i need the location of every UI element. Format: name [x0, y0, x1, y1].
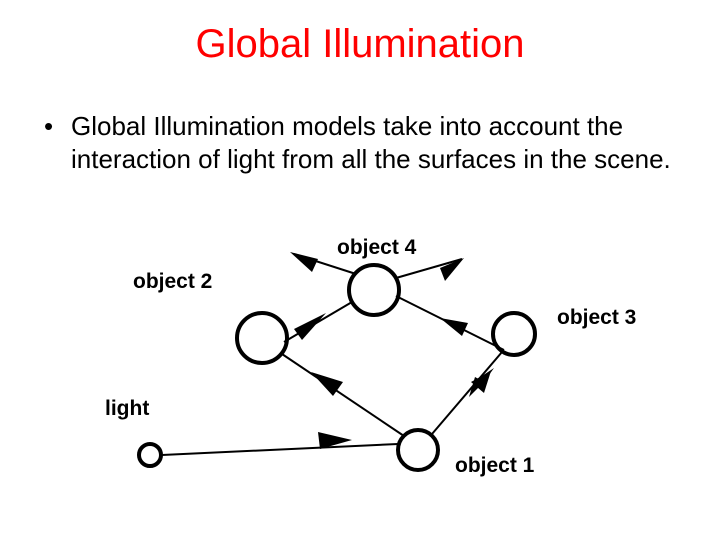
bullet-point: • Global Illumination models take into a… [44, 110, 684, 176]
bullet-marker: • [44, 111, 54, 141]
ray-object1-to-object2 [281, 353, 405, 437]
object-2-circle [235, 311, 289, 365]
light-source-circle [137, 442, 163, 468]
bullet-text: Global Illumination models take into acc… [71, 111, 671, 174]
ray-arrowhead [290, 252, 318, 272]
ray-arrowhead [440, 258, 464, 281]
object-1-circle [396, 428, 440, 472]
label-object-2: object 2 [133, 270, 212, 293]
ray-arrowhead [471, 371, 491, 393]
ray-arrowhead [318, 432, 352, 449]
object-3-circle [491, 311, 537, 357]
label-object-4: object 4 [337, 236, 417, 259]
ray-arrowhead [440, 318, 468, 336]
ray-light-to-object1 [161, 443, 399, 456]
slide-title: Global Illumination [195, 22, 525, 66]
ray-arrowhead [311, 372, 343, 396]
ray-object1-to-object3 [431, 351, 503, 435]
object-4-circle [347, 263, 401, 317]
label-light: light [105, 397, 149, 420]
ray-object4-out-right [395, 258, 463, 279]
label-object-3: object 3 [557, 306, 636, 329]
ray-arrowhead [294, 313, 326, 340]
label-object-1: object 1 [455, 454, 535, 477]
